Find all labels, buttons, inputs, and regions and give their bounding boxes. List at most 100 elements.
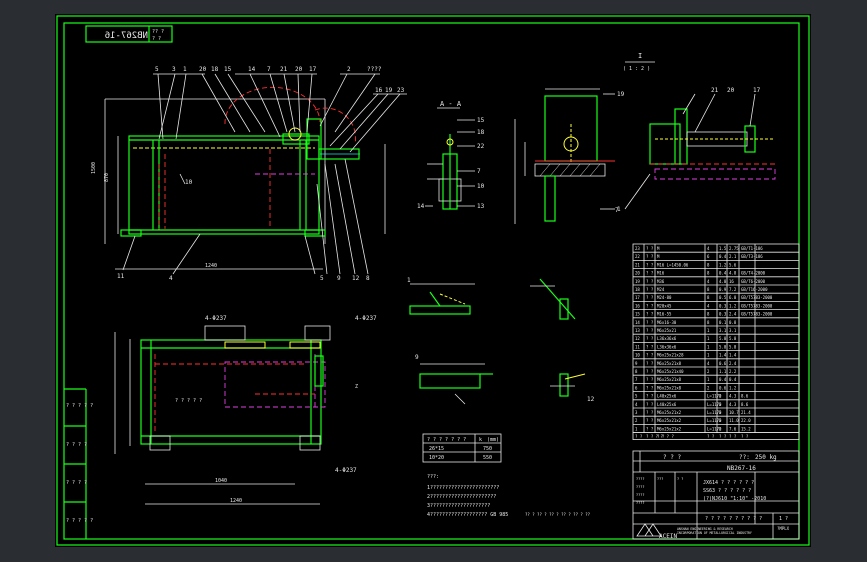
callout-3: 3 [172, 66, 176, 73]
callout-8: 8 [366, 275, 370, 282]
title-line-1: JX614 ? ? ? ? ? ? [703, 480, 754, 486]
bom-cell: 2 [719, 402, 722, 407]
bom-cell: 6 [707, 254, 710, 259]
detail-i: I ( 1 : 2 ) 19 1 [514, 52, 776, 224]
bom-cell: 20 [635, 271, 640, 276]
bom-cell: M6x25x21x8 [657, 385, 682, 390]
bom-cell: ? ? [646, 353, 654, 358]
bom-cell: ? ? [646, 336, 654, 341]
callout-11: 11 [117, 273, 125, 280]
sheet-right: ?MPLX [777, 526, 790, 531]
bom-cell: ? ? [646, 320, 654, 325]
bom-cell: 0.3 [719, 312, 727, 317]
bom-cell: 2 [719, 418, 722, 423]
bom-cell: 17 [635, 295, 640, 300]
bom-cell: 1 [707, 353, 710, 358]
note-3: 3???????????????????? [427, 503, 490, 509]
bom-cell: 22.0 [741, 418, 751, 423]
bom-cell: 11 [635, 344, 640, 349]
bom-cell: L40x25x6 [657, 394, 677, 399]
bom-cell: L=1170 [707, 402, 722, 407]
number-box: NB267-16 ?? ? ? ? [85, 25, 173, 43]
bom-cell: M20x45 [657, 303, 672, 308]
svg-text:????: ???? [636, 485, 644, 489]
svg-text:Z: Z [355, 384, 358, 390]
sheet-left: 1 ? [779, 516, 788, 522]
weld-table: ? ? ? ? ? ? ? k (mm) 26*15 750 10*20 550 [422, 433, 502, 463]
bom-cell: 7.6 [729, 426, 737, 431]
bom-cell: 8 [707, 287, 710, 292]
bom-cell: M6x25x21x28 [657, 353, 684, 358]
bom-cell: 4 [707, 246, 710, 251]
bom-cell: 8 [707, 295, 710, 300]
svg-text:????: ???? [636, 493, 644, 497]
bom-cell: 4 [707, 303, 710, 308]
bom-cell: 8 [707, 262, 710, 267]
bom-cell: 2.2 [729, 369, 737, 374]
front-view: 1240 1500 870 [91, 66, 407, 282]
svg-text:870: 870 [104, 173, 110, 182]
bom-cell: 12 [635, 336, 640, 341]
callout-1: 1 [183, 66, 187, 73]
bom-cell: L36x36x6 [657, 336, 677, 341]
bom-cell: 13 [635, 328, 640, 333]
bom-cell: 8 [707, 320, 710, 325]
bom-cell: 23 [635, 246, 640, 251]
bom-cell: 4.0 [719, 279, 727, 284]
bom-cell: 5.0 [719, 336, 727, 341]
sec-callout-22: 22 [477, 143, 485, 150]
notes-title: ???: [427, 474, 439, 480]
bom-cell: ? ? [646, 426, 654, 431]
total-label: ? ? ? [663, 454, 681, 461]
bom-cell: ? ? [646, 418, 654, 423]
bom-cell: L=1170 [707, 426, 722, 431]
note-2: 2?????????????????????? [427, 494, 496, 500]
det-callout-20: 20 [727, 87, 735, 94]
bom-cell: 5.0 [719, 344, 727, 349]
svg-text:12: 12 [587, 396, 595, 403]
bom-cell: M [657, 246, 660, 251]
bom-header-cell: ? ? [719, 434, 727, 439]
callout-10: 10 [185, 179, 193, 186]
bom-cell: 15 [635, 312, 640, 317]
note-1: 1??????????????????????? [427, 485, 499, 491]
bom-cell: 1.4 [719, 353, 727, 358]
bom-cell: 8 [707, 312, 710, 317]
bom-header-cell: ? ? ? ? [646, 434, 663, 439]
bom-cell: ? ? [646, 328, 654, 333]
callout-12: 12 [352, 275, 360, 282]
callout-4: 4 [169, 275, 173, 282]
cad-drawing: NB267-16 ?? ? ? ? ? ? ? ? ? ? ? ? ? ? ? … [56, 15, 810, 546]
drawing-sheet: NB267-16 ?? ? ? ? ? ? ? ? ? ? ? ? ? ? ? … [55, 14, 811, 547]
bom-cell: M6x25x21x2 [657, 426, 682, 431]
bom-cell: ? ? [646, 262, 654, 267]
callout-9: 9 [337, 275, 341, 282]
det-callout-21: 21 [711, 87, 719, 94]
bom-cell: 0.5 [719, 295, 727, 300]
callout-5b: 5 [320, 275, 324, 282]
bom-cell: ? ? [646, 344, 654, 349]
bom-cell: ? ? [646, 377, 654, 382]
sec-callout-13: 13 [477, 203, 485, 210]
bom-cell: 6.0 [729, 295, 737, 300]
callout-19: 19 [385, 87, 393, 94]
callout-16: 16 [375, 87, 383, 94]
bom-cell: GB/T6-2000 [741, 279, 766, 284]
weld-r0-c1: 750 [483, 446, 492, 452]
bom-cell: 1 [707, 336, 710, 341]
svg-text:1240: 1240 [230, 498, 242, 504]
bom-cell: M16 L=1450.06 [657, 262, 689, 267]
bom-cell: M36 [657, 279, 665, 284]
bom-cell: ? ? [646, 402, 654, 407]
svg-text:9: 9 [415, 354, 419, 361]
svg-text:???: ??? [657, 477, 663, 481]
bom-cell: M16-55 [657, 312, 672, 317]
bom-header-cell: ? ? [729, 434, 737, 439]
bom-cell: M24-80 [657, 295, 672, 300]
bom-cell: 8.6 [741, 394, 749, 399]
bom-cell: M6x25x21x2 [657, 418, 682, 423]
bom-cell: 19 [635, 279, 640, 284]
bom-cell: ? ? [646, 394, 654, 399]
bom-cell: 1 [707, 377, 710, 382]
bom-cell: 1.5 [719, 246, 727, 251]
